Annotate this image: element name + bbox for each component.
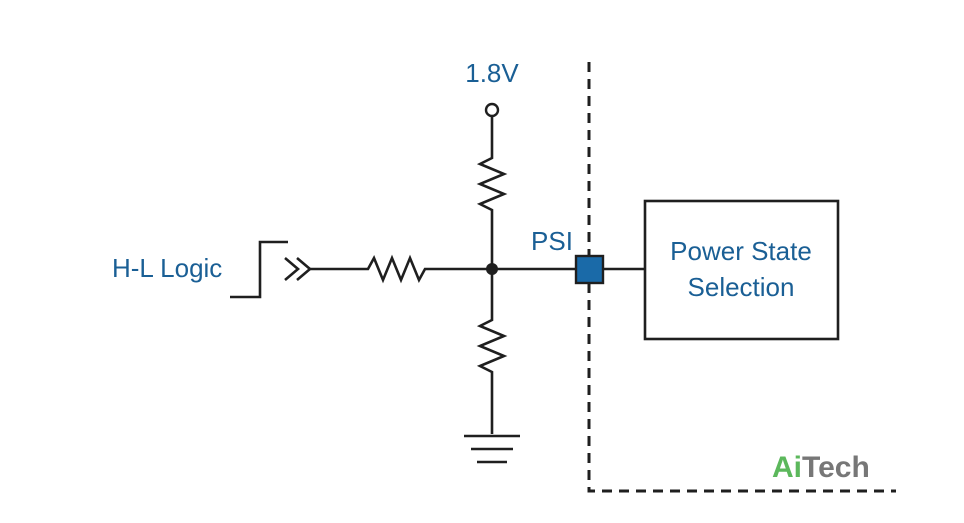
power-state-selection-block (643, 199, 840, 341)
supply-voltage-label: 1.8V (465, 58, 519, 88)
supply-terminal (484, 102, 500, 118)
logic-step-symbol (230, 240, 288, 299)
psi-pin-label: PSI (531, 226, 573, 256)
pull-down-resistor (476, 268, 508, 434)
series-resistor (310, 254, 492, 284)
block-label-line1: Power State (670, 236, 812, 266)
psi-pin (574, 254, 605, 285)
chip-boundary (587, 62, 896, 493)
input-logic-label: H-L Logic (112, 253, 222, 283)
block-label-line2: Selection (688, 272, 795, 302)
connector-chevron-icon (284, 257, 313, 281)
pull-up-resistor (476, 116, 508, 268)
logo-part-ai: Ai (772, 451, 802, 484)
aitech-logo: AiTech (772, 451, 870, 484)
ground-symbol (464, 434, 520, 464)
logo-part-tech: Tech (802, 451, 870, 484)
